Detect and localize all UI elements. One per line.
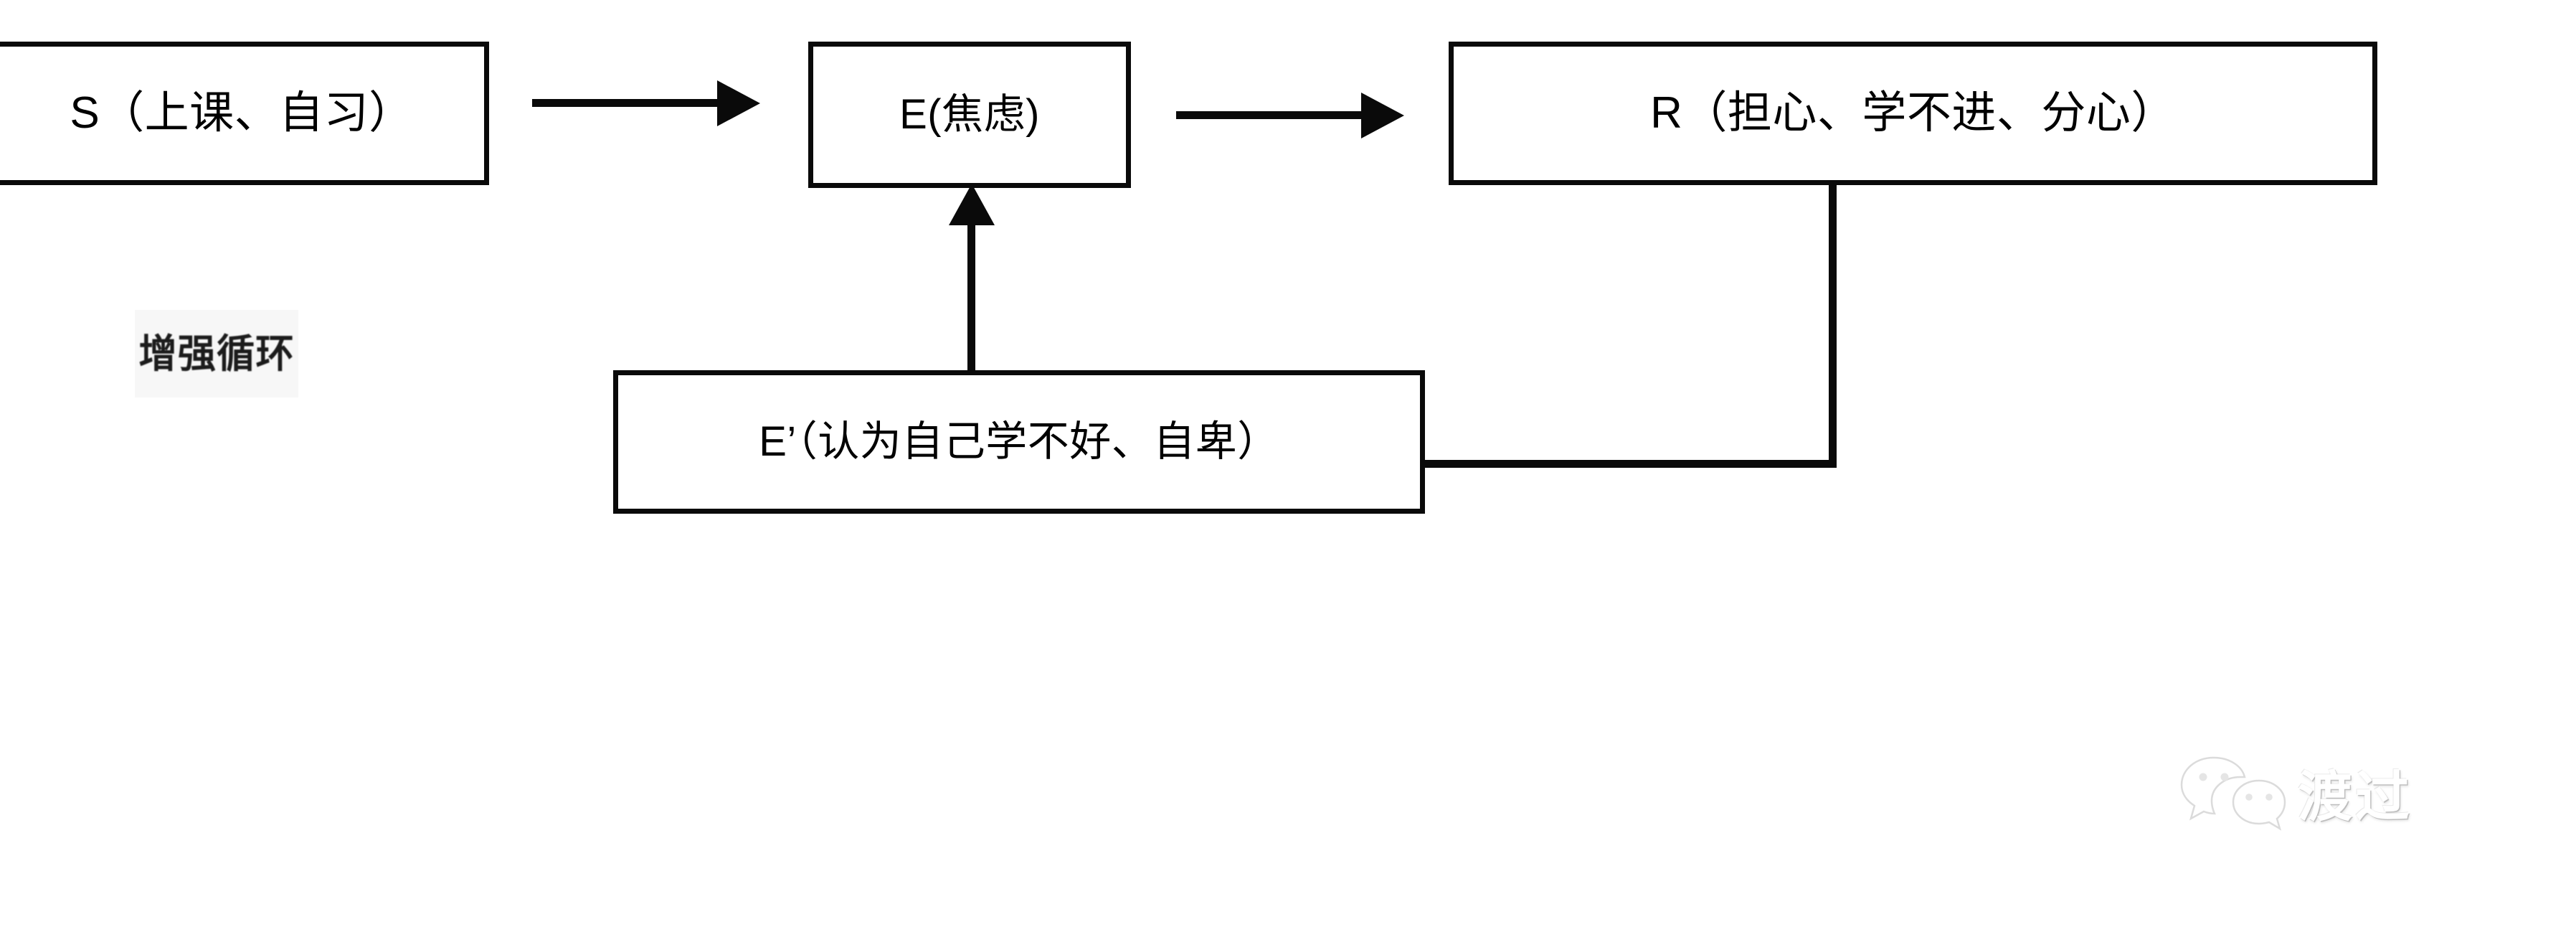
arrow-right-icon xyxy=(717,80,760,126)
edge-eprime-to-e-shaft xyxy=(967,222,975,375)
edge-r-to-eprime-horizontal xyxy=(1420,460,1834,468)
node-e-prime-label: E’（认为自己学不好、自卑） xyxy=(759,418,1279,465)
node-s-situation: S（上课、自习） xyxy=(0,42,489,185)
arrow-up-icon xyxy=(949,184,995,225)
node-s-label: S（上课、自习） xyxy=(70,88,414,138)
wechat-icon xyxy=(2180,755,2286,841)
edge-s-to-e-shaft xyxy=(532,99,720,107)
watermark-text: 渡过 xyxy=(2298,767,2412,828)
node-r-label: R（担心、学不进、分心） xyxy=(1650,88,2176,138)
node-e-label: E(焦虑) xyxy=(899,91,1040,138)
node-e-emotion: E(焦虑) xyxy=(808,42,1131,188)
reinforcing-loop-label: 增强循环 xyxy=(138,331,295,376)
reinforcing-loop-annotation: 增强循环 xyxy=(135,310,298,397)
edge-e-to-r-shaft xyxy=(1176,111,1366,119)
node-e-prime-belief: E’（认为自己学不好、自卑） xyxy=(613,370,1425,514)
edge-r-to-eprime-vertical xyxy=(1829,182,1837,468)
node-r-response: R（担心、学不进、分心） xyxy=(1449,42,2377,185)
arrow-right-icon xyxy=(1361,93,1404,138)
watermark: 渡过 xyxy=(2180,755,2412,841)
